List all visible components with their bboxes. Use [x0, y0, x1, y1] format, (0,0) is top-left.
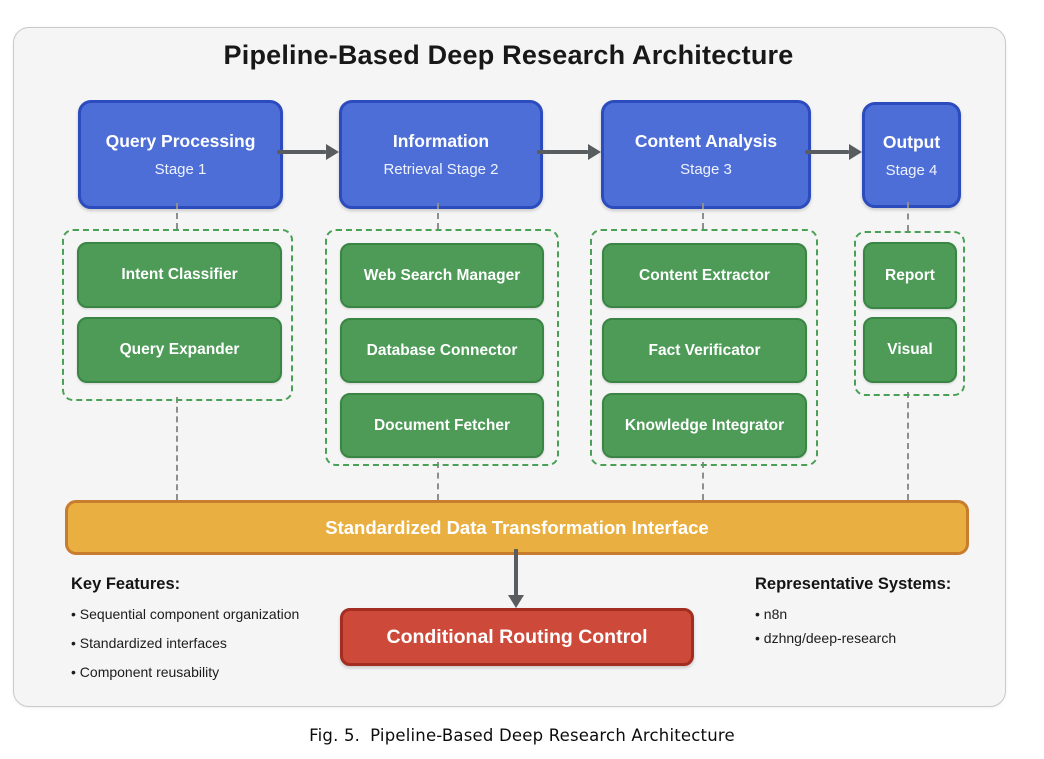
key-features-list: Sequential component organization Standa… — [71, 606, 371, 680]
representative-systems-list: n8n dzhng/deep-research — [755, 606, 995, 646]
stage-name: Information — [392, 131, 490, 151]
connector-group4-interface — [907, 392, 909, 500]
flow-arrow-stage2-stage3 — [537, 144, 601, 160]
component-visual: Visual — [863, 317, 957, 383]
stage-name: Content Analysis — [634, 131, 778, 151]
stage-box-information-retrieval: Information Retrieval Stage 2 — [339, 100, 543, 209]
component-intent-classifier: Intent Classifier — [77, 242, 282, 308]
stage-subtitle: Retrieval Stage 2 — [383, 161, 499, 178]
stage-subtitle: Stage 1 — [154, 161, 207, 178]
interface-bar: Standardized Data Transformation Interfa… — [65, 500, 969, 555]
component-group-stage2 — [325, 229, 559, 466]
arrow-head-icon — [849, 144, 862, 160]
key-feature-item: Sequential component organization — [71, 606, 371, 622]
key-features-heading: Key Features: — [71, 575, 181, 593]
connector-stage4-group4 — [907, 202, 909, 231]
arrow-head-icon — [326, 144, 339, 160]
component-group-stage1 — [62, 229, 293, 401]
stage-box-output: Output Stage 4 — [862, 102, 961, 208]
component-group-stage3 — [590, 229, 818, 466]
component-group-stage4 — [854, 231, 965, 396]
figure-caption: Fig. 5. Pipeline-Based Deep Research Arch… — [0, 726, 1044, 745]
stage-subtitle: Stage 3 — [680, 161, 732, 178]
stage-name: Query Processing — [105, 131, 256, 151]
flow-arrow-interface-routing — [506, 549, 526, 608]
component-fact-verificator: Fact Verificator — [602, 318, 807, 383]
stage-box-query-processing: Query Processing Stage 1 — [78, 100, 283, 209]
connector-stage1-group1 — [176, 203, 178, 229]
flow-arrow-stage1-stage2 — [277, 144, 339, 160]
representative-system-item: n8n — [755, 606, 995, 622]
component-knowledge-integrator: Knowledge Integrator — [602, 393, 807, 458]
component-query-expander: Query Expander — [77, 317, 282, 383]
component-report: Report — [863, 242, 957, 309]
component-document-fetcher: Document Fetcher — [340, 393, 544, 458]
figure-caption-label: Fig. 5. — [309, 726, 361, 745]
representative-systems-heading: Representative Systems: — [755, 575, 952, 593]
flow-arrow-stage3-stage4 — [805, 144, 862, 160]
component-web-search-manager: Web Search Manager — [340, 243, 544, 308]
connector-group1-interface — [176, 397, 178, 500]
figure-caption-text: Pipeline-Based Deep Research Architectur… — [370, 726, 735, 745]
representative-system-item: dzhng/deep-research — [755, 630, 995, 646]
connector-stage2-group2 — [437, 203, 439, 229]
component-database-connector: Database Connector — [340, 318, 544, 383]
key-feature-item: Component reusability — [71, 664, 371, 680]
stage-name: Output — [882, 131, 941, 152]
diagram-title: Pipeline-Based Deep Research Architectur… — [223, 40, 794, 70]
connector-group2-interface — [437, 462, 439, 500]
connector-group3-interface — [702, 462, 704, 500]
stage-subtitle: Stage 4 — [885, 161, 938, 179]
interface-bar-label: Standardized Data Transformation Interfa… — [325, 516, 709, 538]
connector-stage3-group3 — [702, 203, 704, 229]
arrow-head-icon — [588, 144, 601, 160]
arrow-head-icon — [508, 595, 524, 608]
key-features-block: Key Features: Sequential component organ… — [71, 575, 371, 693]
representative-systems-block: Representative Systems: n8n dzhng/deep-r… — [755, 575, 995, 654]
routing-control-box: Conditional Routing Control — [340, 608, 694, 666]
key-feature-item: Standardized interfaces — [71, 635, 371, 651]
routing-control-label: Conditional Routing Control — [386, 625, 648, 648]
stage-box-content-analysis: Content Analysis Stage 3 — [601, 100, 811, 209]
component-content-extractor: Content Extractor — [602, 243, 807, 308]
